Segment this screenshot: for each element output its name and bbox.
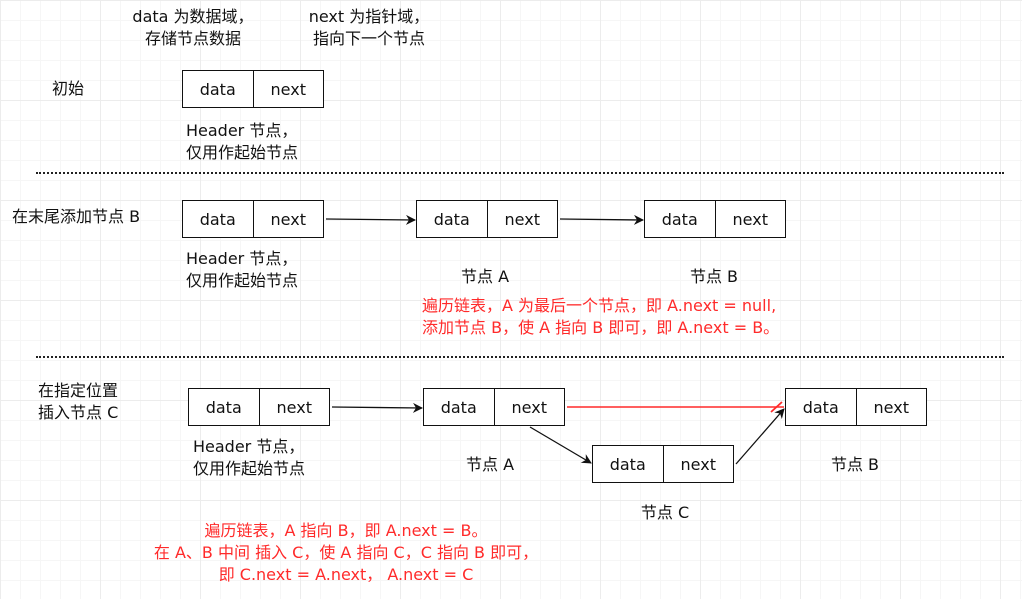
next-cell: next (714, 201, 786, 237)
append-header-node: data next (182, 200, 324, 238)
next-cell: next (493, 389, 565, 425)
initial-header-caption: Header 节点， 仅用作起始节点 (186, 120, 298, 164)
append-header-caption: Header 节点， 仅用作起始节点 (186, 248, 298, 292)
link-c-to-b (735, 408, 785, 465)
data-cell: data (609, 454, 646, 474)
removed-link-marker (770, 401, 783, 413)
note-line: 添加节点 B，使 A 指向 B 即可，即 A.next = B。 (422, 318, 780, 337)
data-cell: data (440, 397, 477, 417)
next-field-annotation: next 为指针域， 指向下一个节点 (309, 6, 430, 50)
annotation-line: 存储节点数据 (144, 29, 242, 48)
next-cell: next (258, 389, 330, 425)
annotation-line: data 为数据域， (132, 7, 254, 26)
caption-line: Header 节点， (186, 121, 298, 140)
annotation-line: 指向下一个节点 (312, 29, 426, 48)
caption-line: 仅用作起始节点 (193, 459, 306, 478)
insert-node-b: data next (785, 388, 927, 426)
append-node-a-label: 节点 A (460, 267, 510, 286)
next-cell: next (252, 71, 324, 107)
caption-line: Header 节点， (193, 437, 305, 456)
section-append-label: 在末尾添加节点 B (12, 207, 141, 226)
initial-header-node: data next (182, 70, 324, 108)
next-cell: next (486, 201, 558, 237)
data-cell: data (802, 397, 839, 417)
annotation-line: next 为指针域， (308, 7, 430, 26)
link-header-to-a (325, 214, 416, 225)
next-cell: next (252, 201, 324, 237)
caption-line: 仅用作起始节点 (186, 271, 299, 290)
section-divider (36, 172, 1004, 174)
data-cell: data (205, 397, 242, 417)
note-line: 在 A、B 中间 插入 C，使 A 指向 C，C 指向 B 即可， (153, 543, 539, 562)
label-line: 插入节点 C (38, 403, 119, 422)
label-line: 在指定位置 (38, 381, 119, 400)
insert-node-b-label: 节点 B (830, 455, 880, 474)
insert-header-node: data next (188, 388, 330, 426)
link-a-to-c (529, 426, 592, 464)
insert-node-c: data next (592, 445, 734, 483)
note-line: 遍历链表，A 指向 B，即 A.next = B。 (204, 521, 488, 540)
append-node-a: data next (416, 200, 558, 238)
append-node-b-label: 节点 B (689, 267, 739, 286)
data-cell: data (433, 209, 470, 229)
insert-header-caption: Header 节点， 仅用作起始节点 (193, 436, 305, 480)
data-cell: data (199, 79, 236, 99)
insert-node-a: data next (423, 388, 565, 426)
section-initial-label: 初始 (52, 79, 85, 98)
section-divider (36, 356, 1004, 358)
section-insert-label: 在指定位置 插入节点 C (38, 380, 118, 424)
data-cell: data (199, 209, 236, 229)
note-line: 遍历链表，A 为最后一个节点，即 A.next = null, (422, 296, 777, 315)
caption-line: Header 节点， (186, 249, 298, 268)
next-cell: next (855, 389, 927, 425)
data-field-annotation: data 为数据域， 存储节点数据 (132, 6, 253, 50)
link-a-to-b (559, 214, 644, 225)
data-cell: data (661, 209, 698, 229)
caption-line: 仅用作起始节点 (186, 143, 299, 162)
insert-note: 遍历链表，A 指向 B，即 A.next = B。 在 A、B 中间 插入 C，… (154, 520, 538, 586)
note-line: 即 C.next = A.next， A.next = C (218, 565, 474, 584)
append-node-b: data next (644, 200, 786, 238)
next-cell: next (662, 446, 734, 482)
insert-node-a-label: 节点 A (465, 455, 515, 474)
link-header-to-a (331, 402, 423, 413)
append-note: 遍历链表，A 为最后一个节点，即 A.next = null, 添加节点 B，使… (422, 295, 779, 339)
insert-node-c-label: 节点 C (640, 503, 690, 522)
